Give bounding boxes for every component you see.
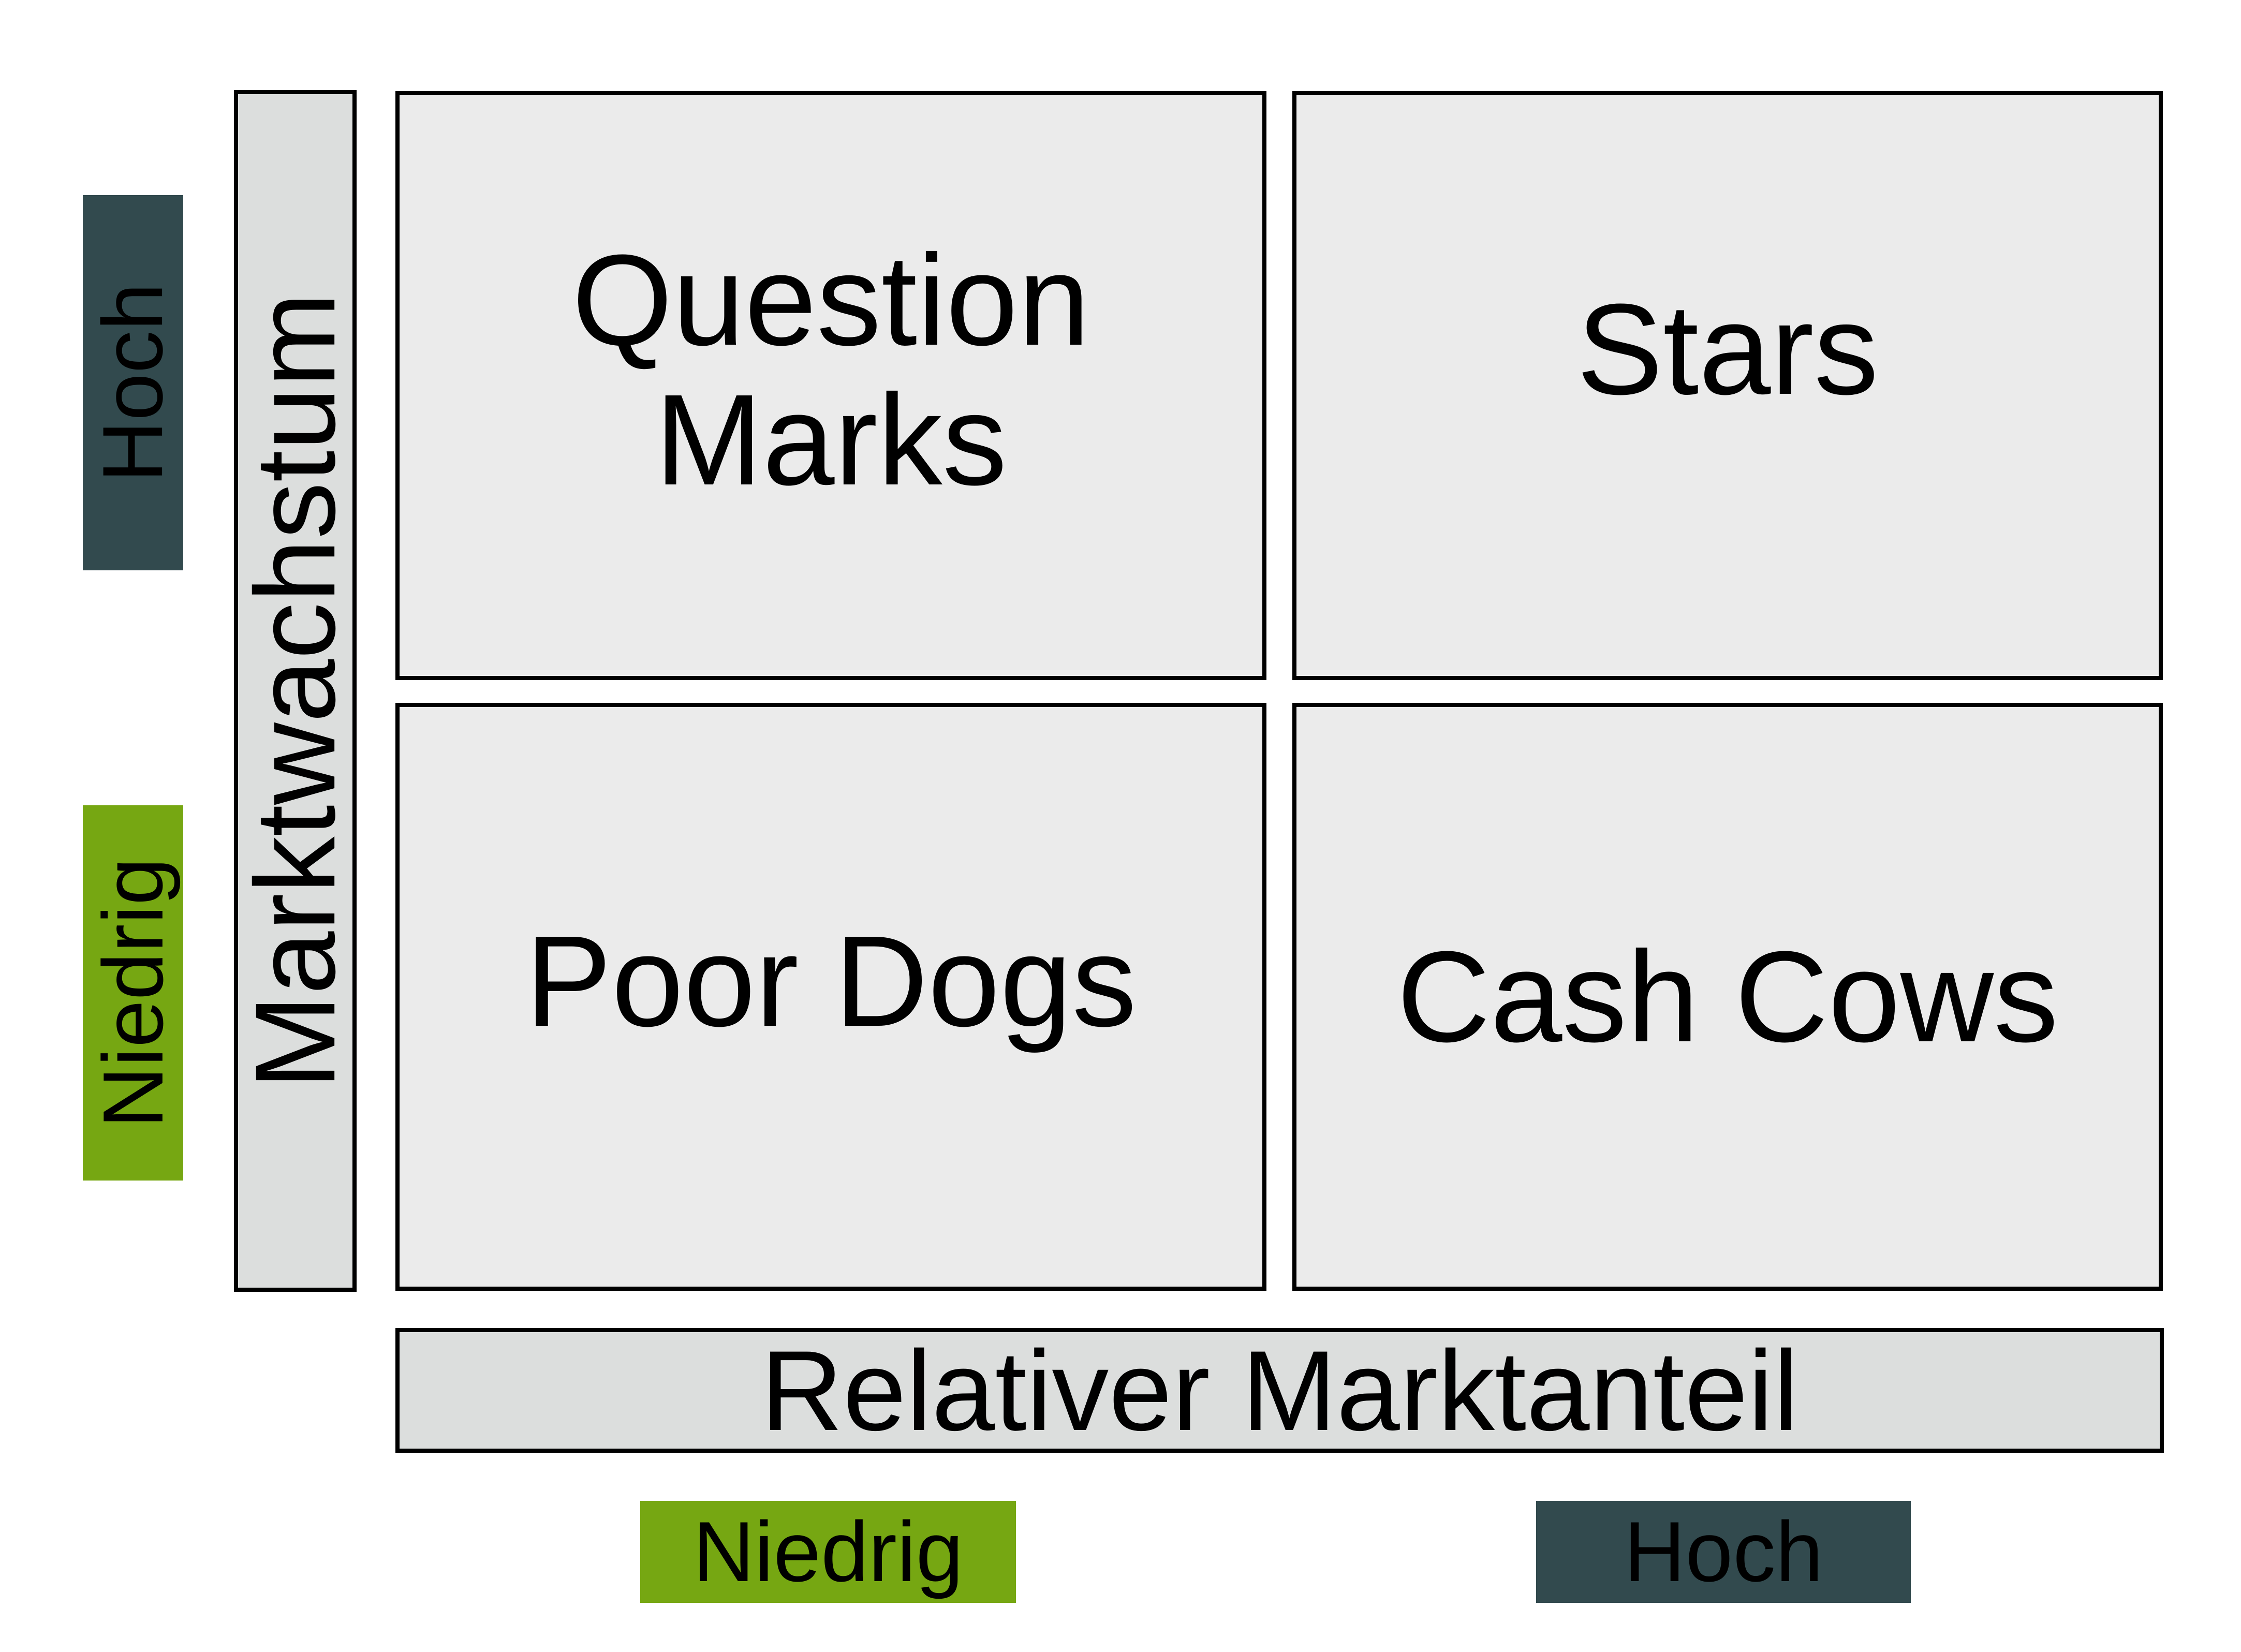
y-high-label: Hoch bbox=[85, 283, 181, 483]
x-high-tag: Hoch bbox=[1536, 1501, 1911, 1603]
x-low-tag: Niedrig bbox=[640, 1501, 1016, 1603]
quadrant-stars: Stars bbox=[1292, 91, 2163, 680]
y-high-tag: Hoch bbox=[83, 195, 183, 570]
quadrant-cash-cows: Cash Cows bbox=[1292, 703, 2163, 1291]
x-axis-label: Relativer Marktanteil bbox=[760, 1328, 1799, 1453]
quadrant-cash-cows-label: Cash Cows bbox=[1396, 924, 2059, 1069]
x-low-label: Niedrig bbox=[692, 1504, 964, 1599]
y-axis-label: Marktwachstum bbox=[234, 292, 357, 1090]
y-axis-bar: Marktwachstum bbox=[234, 90, 357, 1292]
quadrant-poor-dogs-label: Poor Dogs bbox=[525, 909, 1137, 1053]
quadrant-question-marks: Question Marks bbox=[395, 91, 1266, 680]
quadrant-poor-dogs: Poor Dogs bbox=[395, 703, 1266, 1291]
y-low-tag: Niedrig bbox=[83, 805, 183, 1181]
quadrant-question-marks-label: Question Marks bbox=[572, 228, 1090, 512]
quadrant-stars-label: Stars bbox=[1576, 277, 1879, 421]
x-high-label: Hoch bbox=[1624, 1504, 1823, 1599]
y-low-label: Niedrig bbox=[85, 858, 181, 1128]
x-axis-bar: Relativer Marktanteil bbox=[395, 1328, 2164, 1453]
